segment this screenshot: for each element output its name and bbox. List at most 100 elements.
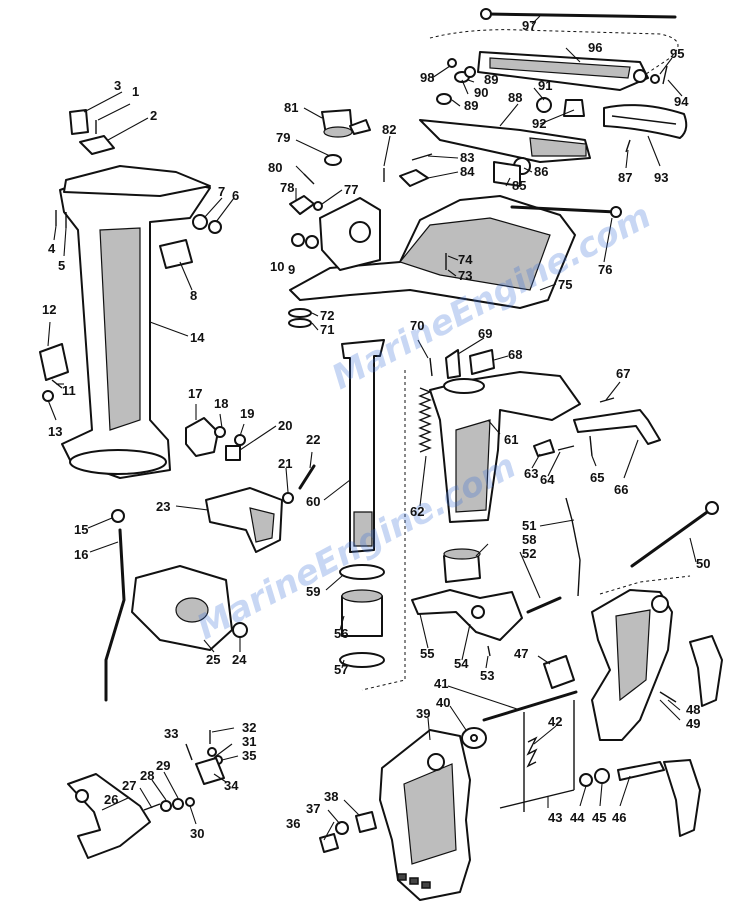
callout-label: 20	[278, 418, 292, 433]
part-97-rod	[480, 8, 677, 20]
callout-label: 98	[420, 70, 434, 85]
callout-label: 24	[232, 652, 247, 667]
part-23-clamp	[205, 487, 283, 553]
parts-artwork	[39, 8, 723, 901]
callout-label: 38	[324, 789, 338, 804]
callout-label: 8	[190, 288, 197, 303]
callout-label: 54	[454, 656, 469, 671]
callout-label: 14	[190, 330, 205, 345]
callout-label: 96	[588, 40, 602, 55]
callout-label: 9	[288, 262, 295, 277]
callout-label: 67	[616, 366, 630, 381]
callout-label: 58	[522, 532, 536, 547]
callout-label: 60	[306, 494, 320, 509]
callout-label: 68	[508, 347, 522, 362]
callout-label: 61	[504, 432, 518, 447]
callout-label: 18	[214, 396, 228, 411]
part-49-stern-bracket	[591, 589, 673, 741]
callout-label: 40	[436, 695, 450, 710]
part-96-bracket	[477, 51, 649, 91]
callout-label: 57	[334, 662, 348, 677]
callout-label: 85	[512, 178, 526, 193]
callout-label: 93	[654, 170, 668, 185]
callout-label: 29	[156, 758, 170, 773]
callout-label: 89	[484, 72, 498, 87]
callout-label: 41	[434, 676, 448, 691]
callout-label: 71	[320, 322, 334, 337]
callout-label: 13	[48, 424, 62, 439]
callout-label: 36	[286, 816, 300, 831]
callout-label: 27	[122, 778, 136, 793]
callout-label: 76	[598, 262, 612, 277]
callout-label: 37	[306, 801, 320, 816]
callout-label: 62	[410, 504, 424, 519]
callout-label: 45	[592, 810, 606, 825]
callout-label: 87	[618, 170, 632, 185]
callout-label: 1	[132, 84, 139, 99]
callout-label: 28	[140, 768, 154, 783]
callout-label: 21	[278, 456, 292, 471]
callout-label: 64	[540, 472, 555, 487]
callout-label: 72	[320, 308, 334, 323]
callout-label: 55	[420, 646, 434, 661]
callout-label: 30	[190, 826, 204, 841]
callout-label: 11	[62, 383, 76, 398]
callout-label: 47	[514, 646, 528, 661]
callout-label: 84	[460, 164, 475, 179]
callout-label: 15	[74, 522, 88, 537]
part-60-steering-tube	[341, 339, 385, 553]
callout-label: 74	[458, 252, 473, 267]
callout-label: 77	[344, 182, 358, 197]
callout-label: 89	[464, 98, 478, 113]
part-81-friction-knob	[321, 109, 371, 166]
callout-label: 10	[270, 259, 284, 274]
callout-label: 53	[480, 668, 494, 683]
part-75-swivel-bracket	[289, 195, 576, 309]
callout-label: 23	[156, 499, 170, 514]
callout-label: 32	[242, 720, 256, 735]
callout-label: 19	[240, 406, 254, 421]
callout-label: 31	[242, 734, 256, 749]
callout-label: 59	[306, 584, 320, 599]
callout-label: 25	[206, 652, 220, 667]
callout-label: 75	[558, 277, 572, 292]
callout-label: 86	[534, 164, 548, 179]
callout-labels: 1 2 3 4 5 6 7 8 9 10 11 12 13 14 15 16 1…	[42, 18, 710, 841]
callout-label: 42	[548, 714, 562, 729]
callout-label: 16	[74, 547, 88, 562]
callout-label: 2	[150, 108, 157, 123]
callout-label: 22	[306, 432, 320, 447]
callout-label: 66	[614, 482, 628, 497]
callout-label: 39	[416, 706, 430, 721]
callout-label: 50	[696, 556, 710, 571]
callout-label: 3	[114, 78, 121, 93]
callout-label: 83	[460, 150, 474, 165]
callout-label: 49	[686, 716, 700, 731]
callout-label: 78	[280, 180, 294, 195]
callout-label: 69	[478, 326, 492, 341]
callout-label: 51	[522, 518, 536, 533]
callout-label: 70	[410, 318, 424, 333]
callout-label: 7	[218, 184, 225, 199]
callout-label: 88	[508, 90, 522, 105]
callout-label: 95	[670, 46, 684, 61]
leader-lines	[47, 15, 697, 841]
callout-label: 80	[268, 160, 282, 175]
part-14-exhaust-housing	[59, 165, 211, 479]
callout-label: 35	[242, 748, 256, 763]
callout-label: 90	[474, 85, 488, 100]
callout-label: 63	[524, 466, 538, 481]
callout-label: 17	[188, 386, 202, 401]
part-25-cover	[131, 565, 233, 651]
callout-label: 81	[284, 100, 298, 115]
callout-label: 46	[612, 810, 626, 825]
part-61-swivel-housing	[429, 371, 581, 523]
callout-label: 33	[164, 726, 178, 741]
callout-label: 56	[334, 626, 348, 641]
callout-label: 91	[538, 78, 552, 93]
callout-label: 92	[532, 116, 546, 131]
callout-label: 34	[224, 778, 239, 793]
callout-label: 12	[42, 302, 56, 317]
callout-label: 79	[276, 130, 290, 145]
